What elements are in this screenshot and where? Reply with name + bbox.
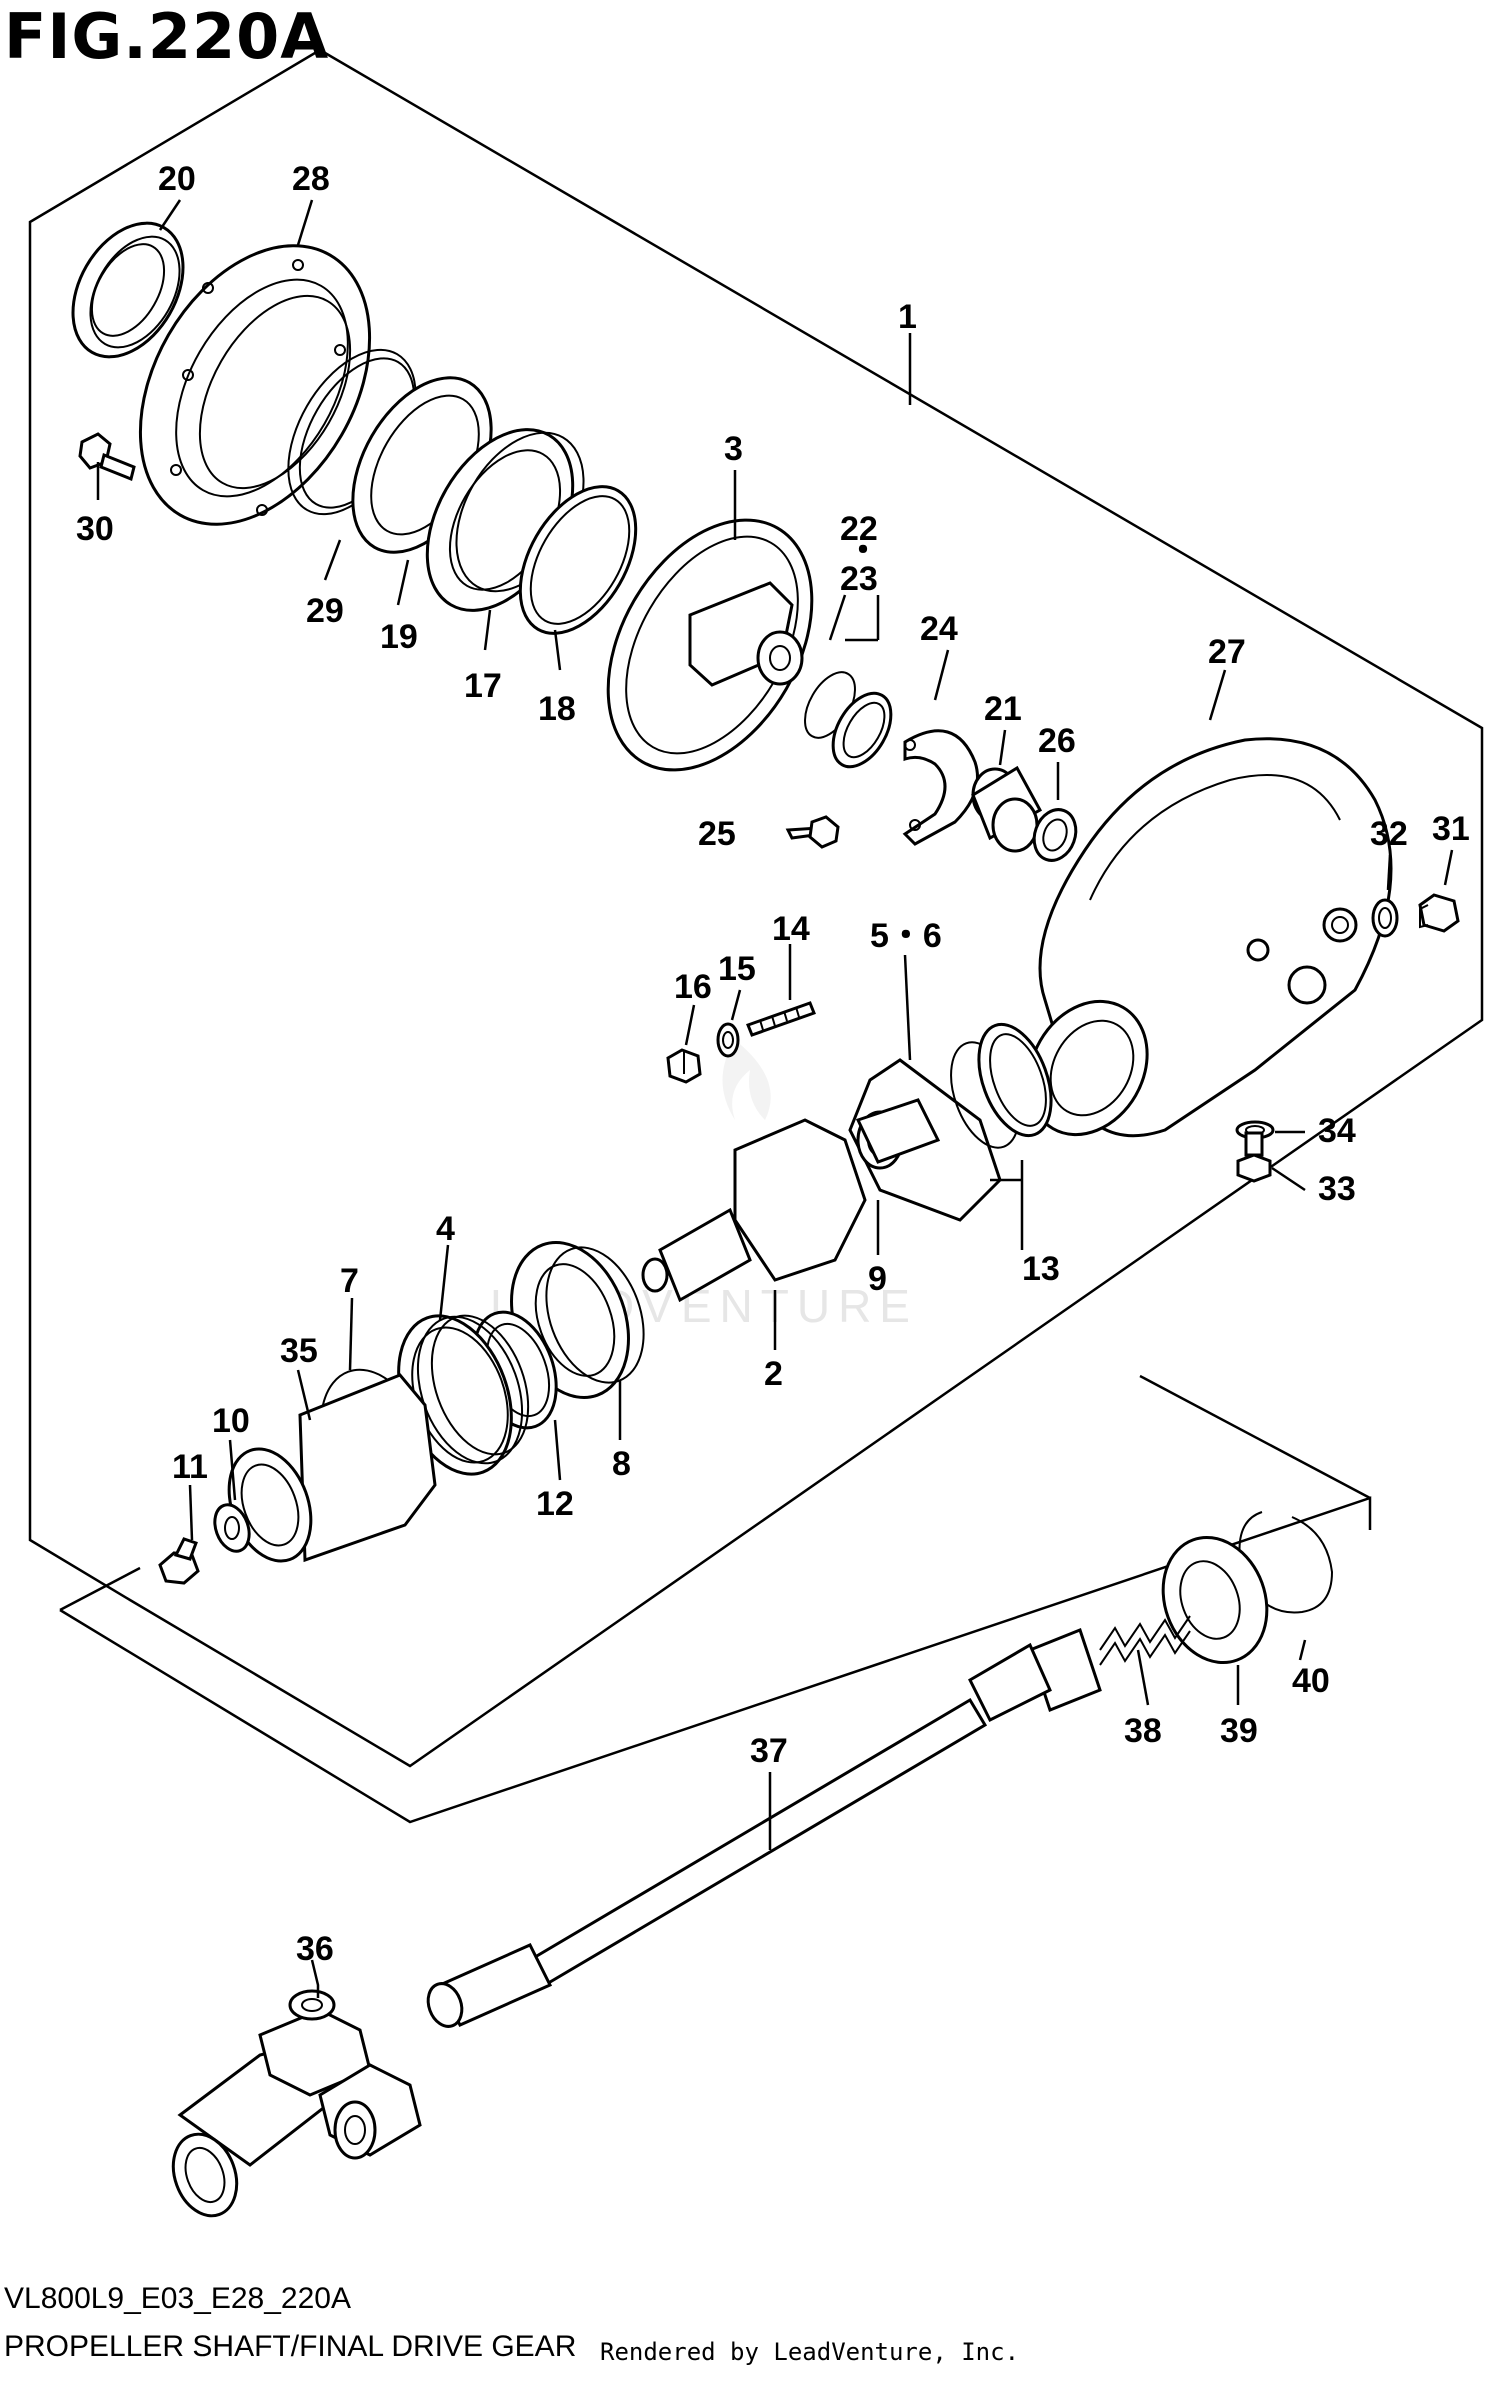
part-10-washer: [213, 1503, 251, 1553]
part-28-gear-case-cover: [138, 244, 372, 526]
callout-30: 30: [76, 510, 114, 548]
part-11-nut: [158, 1537, 200, 1585]
callout-33: 33: [1318, 1170, 1356, 1208]
figure-title: FIG.220A: [4, 0, 330, 73]
part-31-oil-filler-plug: [1418, 893, 1460, 933]
callout-26: 26: [1038, 722, 1076, 760]
callout-7: 7: [340, 1262, 359, 1300]
callout-40: 40: [1292, 1662, 1330, 1700]
callout-32: 32: [1370, 815, 1408, 853]
callout-29: 29: [306, 592, 344, 630]
part-21-needle-bearing: [971, 765, 1043, 853]
callout-11: 11: [172, 1448, 208, 1486]
callout-39: 39: [1220, 1712, 1258, 1750]
part-16-nut: [666, 1048, 702, 1084]
callout-1: 1: [898, 298, 917, 336]
callout-31: 31: [1432, 810, 1470, 848]
callout-15: 15: [718, 950, 756, 988]
part-14-stud-bolt: [746, 1001, 816, 1037]
callout-5-6: 5・6: [870, 917, 942, 955]
watermark-logo: [722, 1040, 771, 1120]
part-22-23-shims: [804, 671, 893, 769]
callout-20: 20: [158, 160, 196, 198]
callout-19: 19: [380, 618, 418, 656]
callout-17: 17: [464, 667, 502, 705]
callout-21: 21: [984, 690, 1022, 728]
callout-13: 13: [1022, 1250, 1060, 1288]
part-33-drain-plug: [1236, 1131, 1272, 1183]
callout-25: 25: [698, 815, 736, 853]
part-24-stopper: [902, 729, 979, 846]
part-2-drive-bevel-gear: [641, 1118, 867, 1303]
callout-38: 38: [1124, 1712, 1162, 1750]
diagram-description: PROPELLER SHAFT/FINAL DRIVE GEAR: [4, 2330, 577, 2363]
part-32-gasket: [1371, 898, 1399, 938]
callout-3: 3: [724, 430, 743, 468]
callout-12: 12: [536, 1485, 574, 1523]
part-40-circlip: [1238, 1511, 1334, 1614]
callout-22: 22: [840, 510, 878, 548]
callout-35: 35: [280, 1332, 318, 1370]
callout-37: 37: [750, 1732, 788, 1770]
part-37-propeller-shaft: [426, 1628, 1102, 2028]
part-38-spring: [1099, 1615, 1191, 1666]
part-27-final-gear-case: [1027, 737, 1393, 1138]
callout-16: 16: [674, 968, 712, 1006]
callout-36: 36: [296, 1930, 334, 1968]
part-18-ring: [518, 485, 638, 635]
assembly-outline: [28, 48, 1484, 1824]
callout-2: 2: [764, 1355, 783, 1393]
callout-22-dot: ・: [846, 532, 880, 570]
part-3-ring-gear: [606, 518, 814, 772]
callout-9: 9: [868, 1260, 887, 1298]
callout-24: 24: [920, 610, 958, 648]
callout-23: 23: [840, 560, 878, 598]
callout-10: 10: [212, 1402, 250, 1440]
callout-28: 28: [292, 160, 330, 198]
callout-14: 14: [772, 910, 810, 948]
part-39-spring-holder: [1161, 1535, 1269, 1665]
part-15-washer: [716, 1022, 740, 1058]
callout-4: 4: [436, 1210, 455, 1248]
part-5-6-gear-housing: [848, 1058, 1002, 1222]
rendered-by-credit: Rendered by LeadVenture, Inc.: [600, 2338, 1020, 2366]
leader-lines: [96, 199, 1454, 1998]
part-26-washer: [1032, 808, 1078, 862]
part-36-universal-joint: [171, 1989, 422, 2218]
callout-27: 27: [1208, 633, 1246, 671]
part-13-shims: [950, 1022, 1053, 1149]
callout-18: 18: [538, 690, 576, 728]
part-20-oil-seal: [71, 221, 185, 359]
callout-8: 8: [612, 1445, 631, 1483]
diagram-code: VL800L9_E03_E28_220A: [4, 2282, 351, 2315]
part-30-bolt: [78, 432, 136, 482]
part-25-bolt: [785, 815, 840, 849]
callout-34: 34: [1318, 1112, 1356, 1150]
callout-labels: 1 20 28 30 29 19 17 18 3 22 ・ 23 24 21 2…: [76, 160, 1470, 1968]
